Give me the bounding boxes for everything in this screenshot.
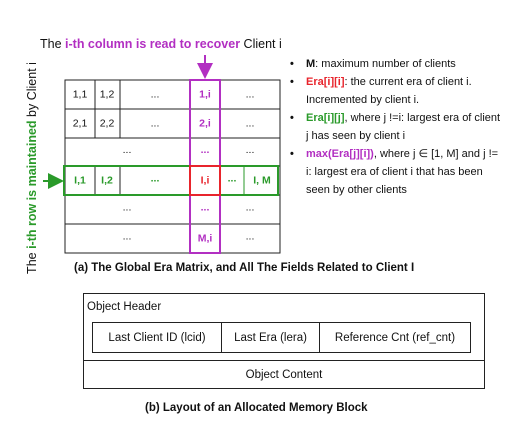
matrix-cell: ... [246,230,255,242]
matrix-cell: 2,i [199,117,211,129]
matrix-cell: 1,2 [100,88,115,100]
matrix-cell: ... [123,201,132,213]
matrix-cell: 2,2 [100,117,115,129]
matrix-cell: ... [246,117,255,129]
caption-b: (b) Layout of an Allocated Memory Block [145,402,368,414]
matrix-cell: ... [123,230,132,242]
memory-block [83,293,485,389]
matrix-cell: ... [201,144,210,156]
field-lera: Last Era (lera) [221,323,319,352]
matrix-cell: ... [151,172,160,184]
top-title-highlight: i-th column is read to recover [65,37,241,51]
legend-term: Era[i][j] [306,112,345,124]
caption-a: (a) The Global Era Matrix, and All The F… [74,262,415,274]
legend-item-era-ii: Era[i][i]: the current era of client i. … [288,73,504,109]
matrix-cell: ... [246,201,255,213]
matrix-cell: 1,1 [73,88,88,100]
legend-item-max-era: max(Era[j][i]), where j ∈ [1, M] and j !… [288,145,504,199]
side-title: The i-th row is maintained by Client i [25,62,39,274]
matrix-cell: I,i [201,174,210,186]
field-lcid: Last Client ID (lcid) [108,331,206,344]
legend-text: , where j !=i: largest era of client j h… [306,112,501,142]
object-header-fields: Last Client ID (lcid) Last Era (lera) Re… [92,322,471,353]
content-divider [83,360,485,361]
matrix-cell: ... [151,88,160,100]
matrix-cell: ... [123,144,132,156]
legend-item-m: M: maximum number of clients [288,55,504,73]
matrix-cell: 1,i [199,88,211,100]
matrix-cell: ... [151,117,160,129]
object-content-label: Object Content [245,369,323,381]
row-i-highlight [63,165,279,196]
legend-item-era-ij: Era[i][j], where j !=i: largest era of c… [288,109,504,145]
top-title: The i-th column is read to recover Clien… [40,37,282,51]
object-header-label: Object Header [87,301,162,313]
matrix-cell: I, M [253,174,271,186]
side-title-text: The [25,249,39,274]
matrix-cell: I,2 [101,174,113,186]
legend-text: , where j ∈ [1, M] and j != i: largest e… [306,148,499,196]
legend-term: max(Era[j][i]) [306,148,374,160]
field-ref-cnt: Reference Cnt (ref_cnt) [319,323,470,352]
matrix-cell: ... [228,172,237,184]
top-title-prefix: The [40,37,66,51]
matrix-cell: 2,1 [73,117,88,129]
era-ii-cell [189,165,221,196]
legend-term: Era[i][i] [306,76,345,88]
side-title-text: by Client i [25,62,39,120]
matrix-cell: ... [246,144,255,156]
side-title-highlight: i-th row is maintained [25,120,39,249]
matrix-cell: ... [246,88,255,100]
top-title-suffix: Client i [240,37,282,51]
legend-list: M: maximum number of clients Era[i][i]: … [288,55,504,199]
legend-term: M [306,58,316,70]
legend-text: : the current era of client i. Increment… [306,76,472,106]
matrix-cell: M,i [198,232,213,244]
matrix-cell: ... [201,201,210,213]
matrix-cell: I,1 [74,174,86,186]
legend-text: : maximum number of clients [315,58,456,70]
